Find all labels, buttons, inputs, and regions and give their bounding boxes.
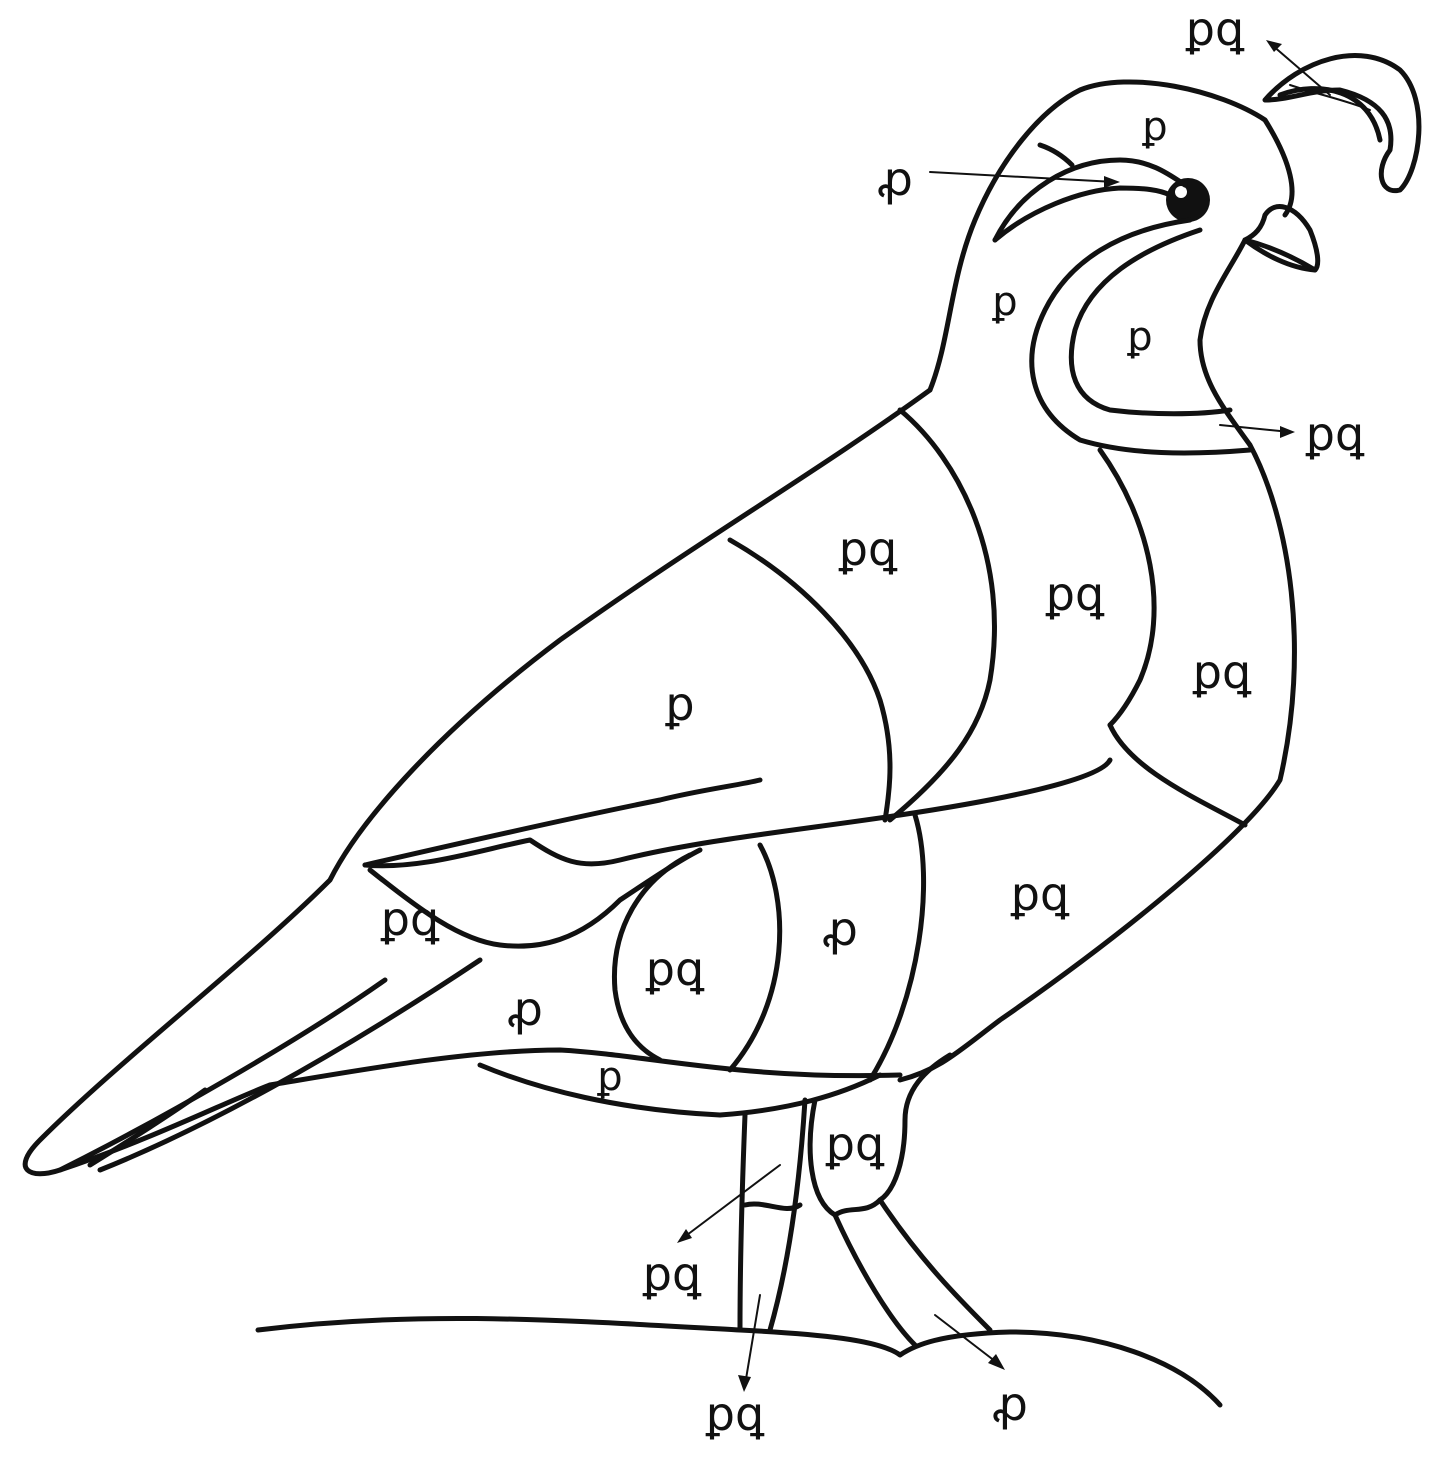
label-mid-breast: ꝑꝗ — [1045, 567, 1105, 621]
belly-line — [270, 1050, 900, 1085]
arrows — [677, 40, 1330, 1392]
label-rump: ꝑꝗ — [380, 892, 440, 946]
label-lower-breast: ꝑꝗ — [1192, 645, 1252, 699]
eye — [1166, 178, 1210, 222]
label-belly: ꝑꝗ — [1010, 867, 1070, 921]
label-upper-breast: ꝑꝗ — [838, 522, 898, 576]
label-flank-mid: ꝓ — [822, 902, 858, 956]
label-leg-left: ꝑꝗ — [642, 1247, 702, 1301]
leg-left — [740, 1115, 745, 1330]
undertail — [480, 1065, 880, 1115]
beak — [1245, 207, 1318, 270]
label-crown: ꝑ — [1141, 104, 1167, 150]
head-outline — [930, 82, 1292, 390]
label-thigh: ꝑꝗ — [825, 1117, 885, 1171]
label-nape: ꝑ — [991, 279, 1017, 325]
label-undertail: ꝑ — [596, 1054, 622, 1100]
label-crest: ꝑꝗ — [1185, 2, 1245, 56]
label-throat: ꝑꝗ — [1305, 407, 1365, 461]
label-eye-stripe: ꝓ — [877, 152, 913, 206]
wing-edge — [365, 760, 1110, 866]
wing-divider — [730, 540, 890, 820]
label-wing: ꝑ — [664, 677, 694, 731]
label-flank-left: ꝓ — [507, 982, 543, 1036]
breast-band-1 — [890, 410, 994, 820]
label-flank-oval: ꝑꝗ — [645, 942, 705, 996]
label-foot-left: ꝑꝗ — [705, 1387, 765, 1441]
label-face: ꝑ — [1126, 314, 1152, 360]
label-foot-right: ꝓ — [992, 1377, 1028, 1431]
breast-band-2 — [1100, 450, 1154, 725]
